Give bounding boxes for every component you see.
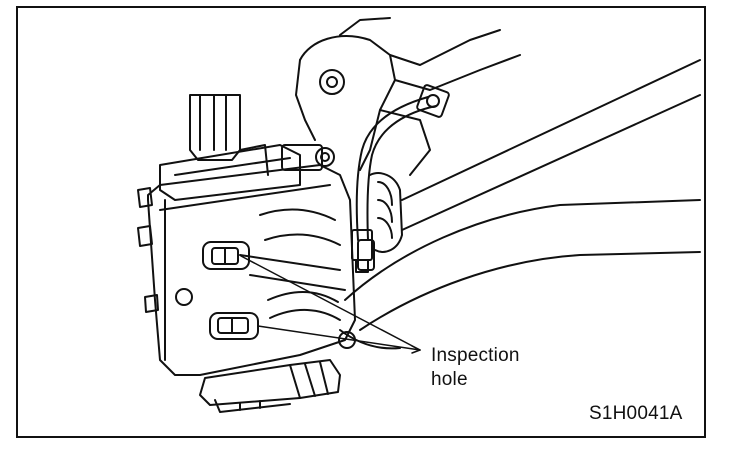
callout-label-line1: Inspection (431, 345, 520, 366)
figure-code: S1H0041A (589, 403, 683, 424)
callout-label-line2: hole (431, 369, 468, 390)
caliper-body (137, 94, 375, 413)
upper-inspection-hole (202, 241, 250, 270)
brake-hose (351, 84, 450, 273)
drive-shaft (369, 59, 701, 253)
figure-frame (16, 6, 706, 438)
callout-leaders (240, 255, 421, 354)
steering-knuckle (295, 17, 521, 176)
lower-arm (339, 199, 701, 350)
